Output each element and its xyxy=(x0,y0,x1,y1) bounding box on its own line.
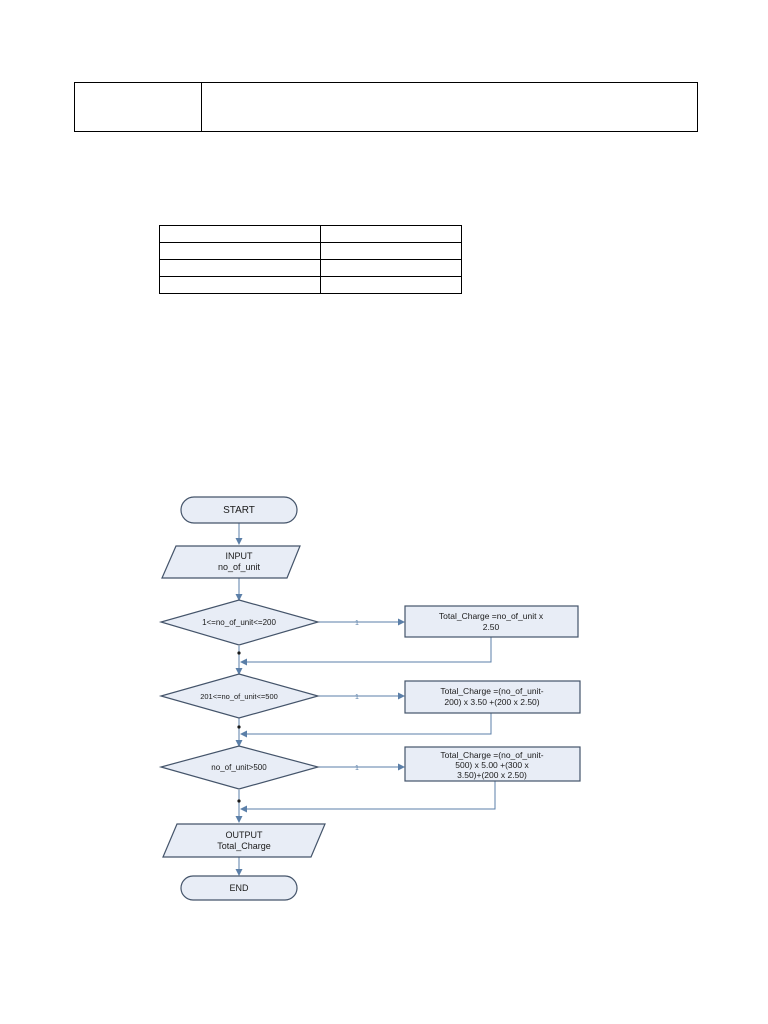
process-3-line2: 500) x 5.00 +(300 x xyxy=(455,760,529,770)
process-1-line2: 2.50 xyxy=(483,622,500,632)
input-parallelogram xyxy=(161,545,301,579)
process-2-line2: 200) x 3.50 +(200 x 2.50) xyxy=(444,697,539,707)
table-row xyxy=(159,276,462,294)
decision-diamond-1 xyxy=(158,599,321,646)
end-terminator xyxy=(180,875,298,901)
header-divider xyxy=(201,83,202,131)
table-cell xyxy=(320,276,462,294)
rate-table xyxy=(159,225,462,294)
table-row xyxy=(159,242,462,260)
start-label: START xyxy=(223,505,255,516)
junction-dot xyxy=(237,725,241,729)
process-box-3 xyxy=(404,746,581,782)
return-arrow xyxy=(240,713,492,738)
end-label: END xyxy=(229,883,249,893)
branch-label-3: 1 xyxy=(355,765,359,772)
decision-1-condition: 1<=no_of_unit<=200 xyxy=(202,618,276,627)
branch-label-2: 1 xyxy=(355,694,359,701)
return-arrow xyxy=(240,637,492,666)
junction-dot xyxy=(237,799,241,803)
output-parallelogram xyxy=(162,823,326,858)
decision-2-condition: 201<=no_of_unit<=500 xyxy=(200,692,278,701)
branch-label-1: 1 xyxy=(355,620,359,627)
return-arrow xyxy=(240,781,496,813)
process-2-line1: Total_Charge =(no_of_unit- xyxy=(440,686,543,696)
decision-3-condition: no_of_unit>500 xyxy=(211,763,267,772)
process-box-1 xyxy=(404,605,579,638)
input-label: INPUT xyxy=(226,551,254,561)
decision-diamond-2 xyxy=(158,673,321,719)
output-variable: Total_Charge xyxy=(217,841,271,851)
output-label: OUTPUT xyxy=(226,830,264,840)
process-3-line1: Total_Charge =(no_of_unit- xyxy=(440,750,543,760)
process-box-2 xyxy=(404,680,581,714)
start-terminator xyxy=(180,496,298,524)
header-table xyxy=(74,82,698,132)
junction-dot xyxy=(237,651,241,655)
decision-diamond-3 xyxy=(158,745,321,790)
input-variable: no_of_unit xyxy=(218,562,261,572)
process-1-line1: Total_Charge =no_of_unit x xyxy=(439,611,544,621)
process-3-line3: 3.50)+(200 x 2.50) xyxy=(457,770,527,780)
